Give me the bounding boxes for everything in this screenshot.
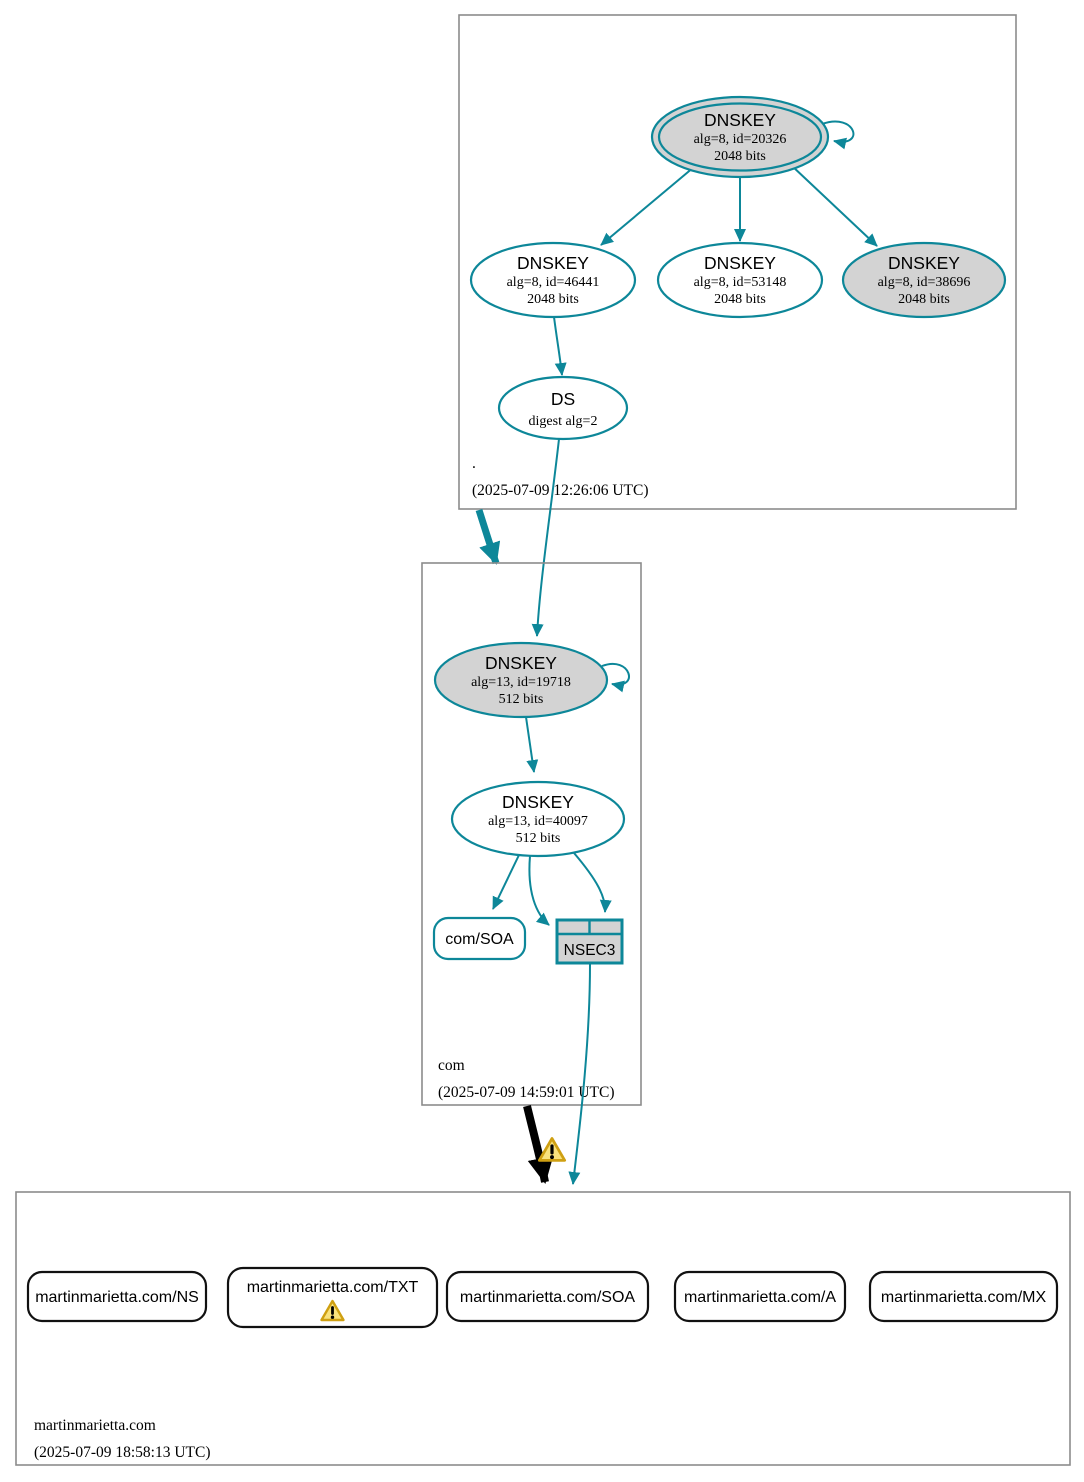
- svg-text:512 bits: 512 bits: [499, 692, 544, 707]
- edge-com-zsk-to-nsec3-a: [528, 855, 550, 926]
- node-root-dnskey-53148[interactable]: DNSKEY alg=8, id=53148 2048 bits: [656, 241, 824, 319]
- zone-name-martinmarietta-com: martinmarietta.com: [34, 1417, 156, 1434]
- svg-text:alg=13, id=19718: alg=13, id=19718: [471, 675, 571, 690]
- svg-text:digest alg=2: digest alg=2: [529, 414, 598, 429]
- svg-text:DNSKEY: DNSKEY: [502, 792, 574, 812]
- node-com-dnskey-19718[interactable]: DNSKEY alg=13, id=19718 512 bits: [433, 641, 609, 719]
- svg-text:DNSKEY: DNSKEY: [704, 110, 776, 130]
- zone-box-martinmarietta-com: [15, 1191, 1071, 1466]
- svg-text:alg=8, id=53148: alg=8, id=53148: [694, 275, 787, 290]
- svg-text:martinmarietta.com/NS: martinmarietta.com/NS: [35, 1289, 199, 1306]
- node-root-dnskey-38696[interactable]: DNSKEY alg=8, id=38696 2048 bits: [841, 241, 1007, 319]
- edge-com-zsk-to-nsec3-b: [573, 852, 612, 913]
- svg-text:DS: DS: [551, 389, 575, 409]
- svg-text:com/SOA: com/SOA: [445, 931, 514, 948]
- svg-text:alg=8, id=38696: alg=8, id=38696: [878, 275, 971, 290]
- svg-text:DNSKEY: DNSKEY: [485, 653, 557, 673]
- delegation-arrow-root-to-com: [475, 508, 501, 565]
- warning-icon-delegation[interactable]: [537, 1136, 567, 1162]
- node-com-dnskey-40097[interactable]: DNSKEY alg=13, id=40097 512 bits: [450, 780, 626, 858]
- svg-text:2048 bits: 2048 bits: [714, 292, 766, 307]
- edge-root-ksk-to-ksk38696: [790, 164, 878, 247]
- node-root-ds[interactable]: DS digest alg=2: [497, 375, 629, 441]
- zone-name-root: .: [472, 455, 476, 472]
- svg-text:martinmarietta.com/TXT: martinmarietta.com/TXT: [247, 1279, 419, 1296]
- zone-name-com: com: [438, 1057, 465, 1074]
- svg-text:NSEC3: NSEC3: [564, 942, 616, 959]
- svg-text:2048 bits: 2048 bits: [898, 292, 950, 307]
- edge-nsec3-to-martinmarietta: [568, 963, 591, 1185]
- delegation-arrow-com-to-martinmarietta: [523, 1105, 554, 1184]
- svg-text:martinmarietta.com/A: martinmarietta.com/A: [684, 1289, 836, 1306]
- node-martinmarietta-soa[interactable]: martinmarietta.com/SOA: [445, 1270, 650, 1323]
- svg-text:martinmarietta.com/SOA: martinmarietta.com/SOA: [460, 1289, 635, 1306]
- svg-text:DNSKEY: DNSKEY: [704, 253, 776, 273]
- self-loop-root-ksk: [821, 120, 855, 150]
- svg-text:DNSKEY: DNSKEY: [888, 253, 960, 273]
- svg-text:2048 bits: 2048 bits: [714, 149, 766, 164]
- node-root-dnskey-46441[interactable]: DNSKEY alg=8, id=46441 2048 bits: [469, 241, 637, 319]
- self-loop-com-ksk: [601, 662, 630, 693]
- zone-timestamp-root: (2025-07-09 12:26:06 UTC): [472, 482, 649, 499]
- node-martinmarietta-txt[interactable]: martinmarietta.com/TXT: [226, 1266, 439, 1329]
- node-martinmarietta-mx[interactable]: martinmarietta.com/MX: [868, 1270, 1059, 1323]
- node-root-dnskey-20326[interactable]: DNSKEY alg=8, id=20326 2048 bits: [650, 95, 830, 179]
- edge-ds-to-com-ksk: [531, 438, 560, 637]
- node-martinmarietta-ns[interactable]: martinmarietta.com/NS: [26, 1270, 208, 1323]
- zone-box-root: [458, 14, 1017, 510]
- zone-box-com: [421, 562, 642, 1106]
- svg-text:alg=13, id=40097: alg=13, id=40097: [488, 814, 588, 829]
- edge-zsk46441-to-ds: [553, 316, 567, 376]
- svg-text:alg=8, id=46441: alg=8, id=46441: [507, 275, 600, 290]
- zone-timestamp-com: (2025-07-09 14:59:01 UTC): [438, 1084, 615, 1101]
- svg-text:DNSKEY: DNSKEY: [517, 253, 589, 273]
- svg-text:martinmarietta.com/MX: martinmarietta.com/MX: [881, 1289, 1047, 1306]
- edge-com-zsk-to-soa: [492, 854, 520, 910]
- svg-text:512 bits: 512 bits: [516, 831, 561, 846]
- edge-root-ksk-to-zsk46441: [600, 166, 695, 246]
- zone-timestamp-martinmarietta-com: (2025-07-09 18:58:13 UTC): [34, 1444, 211, 1461]
- svg-text:alg=8, id=20326: alg=8, id=20326: [694, 132, 787, 147]
- node-com-nsec3[interactable]: NSEC3: [555, 918, 624, 965]
- svg-text:2048 bits: 2048 bits: [527, 292, 579, 307]
- node-com-soa[interactable]: com/SOA: [432, 916, 527, 961]
- edge-com-ksk-to-zsk: [525, 716, 539, 773]
- node-martinmarietta-a[interactable]: martinmarietta.com/A: [673, 1270, 847, 1323]
